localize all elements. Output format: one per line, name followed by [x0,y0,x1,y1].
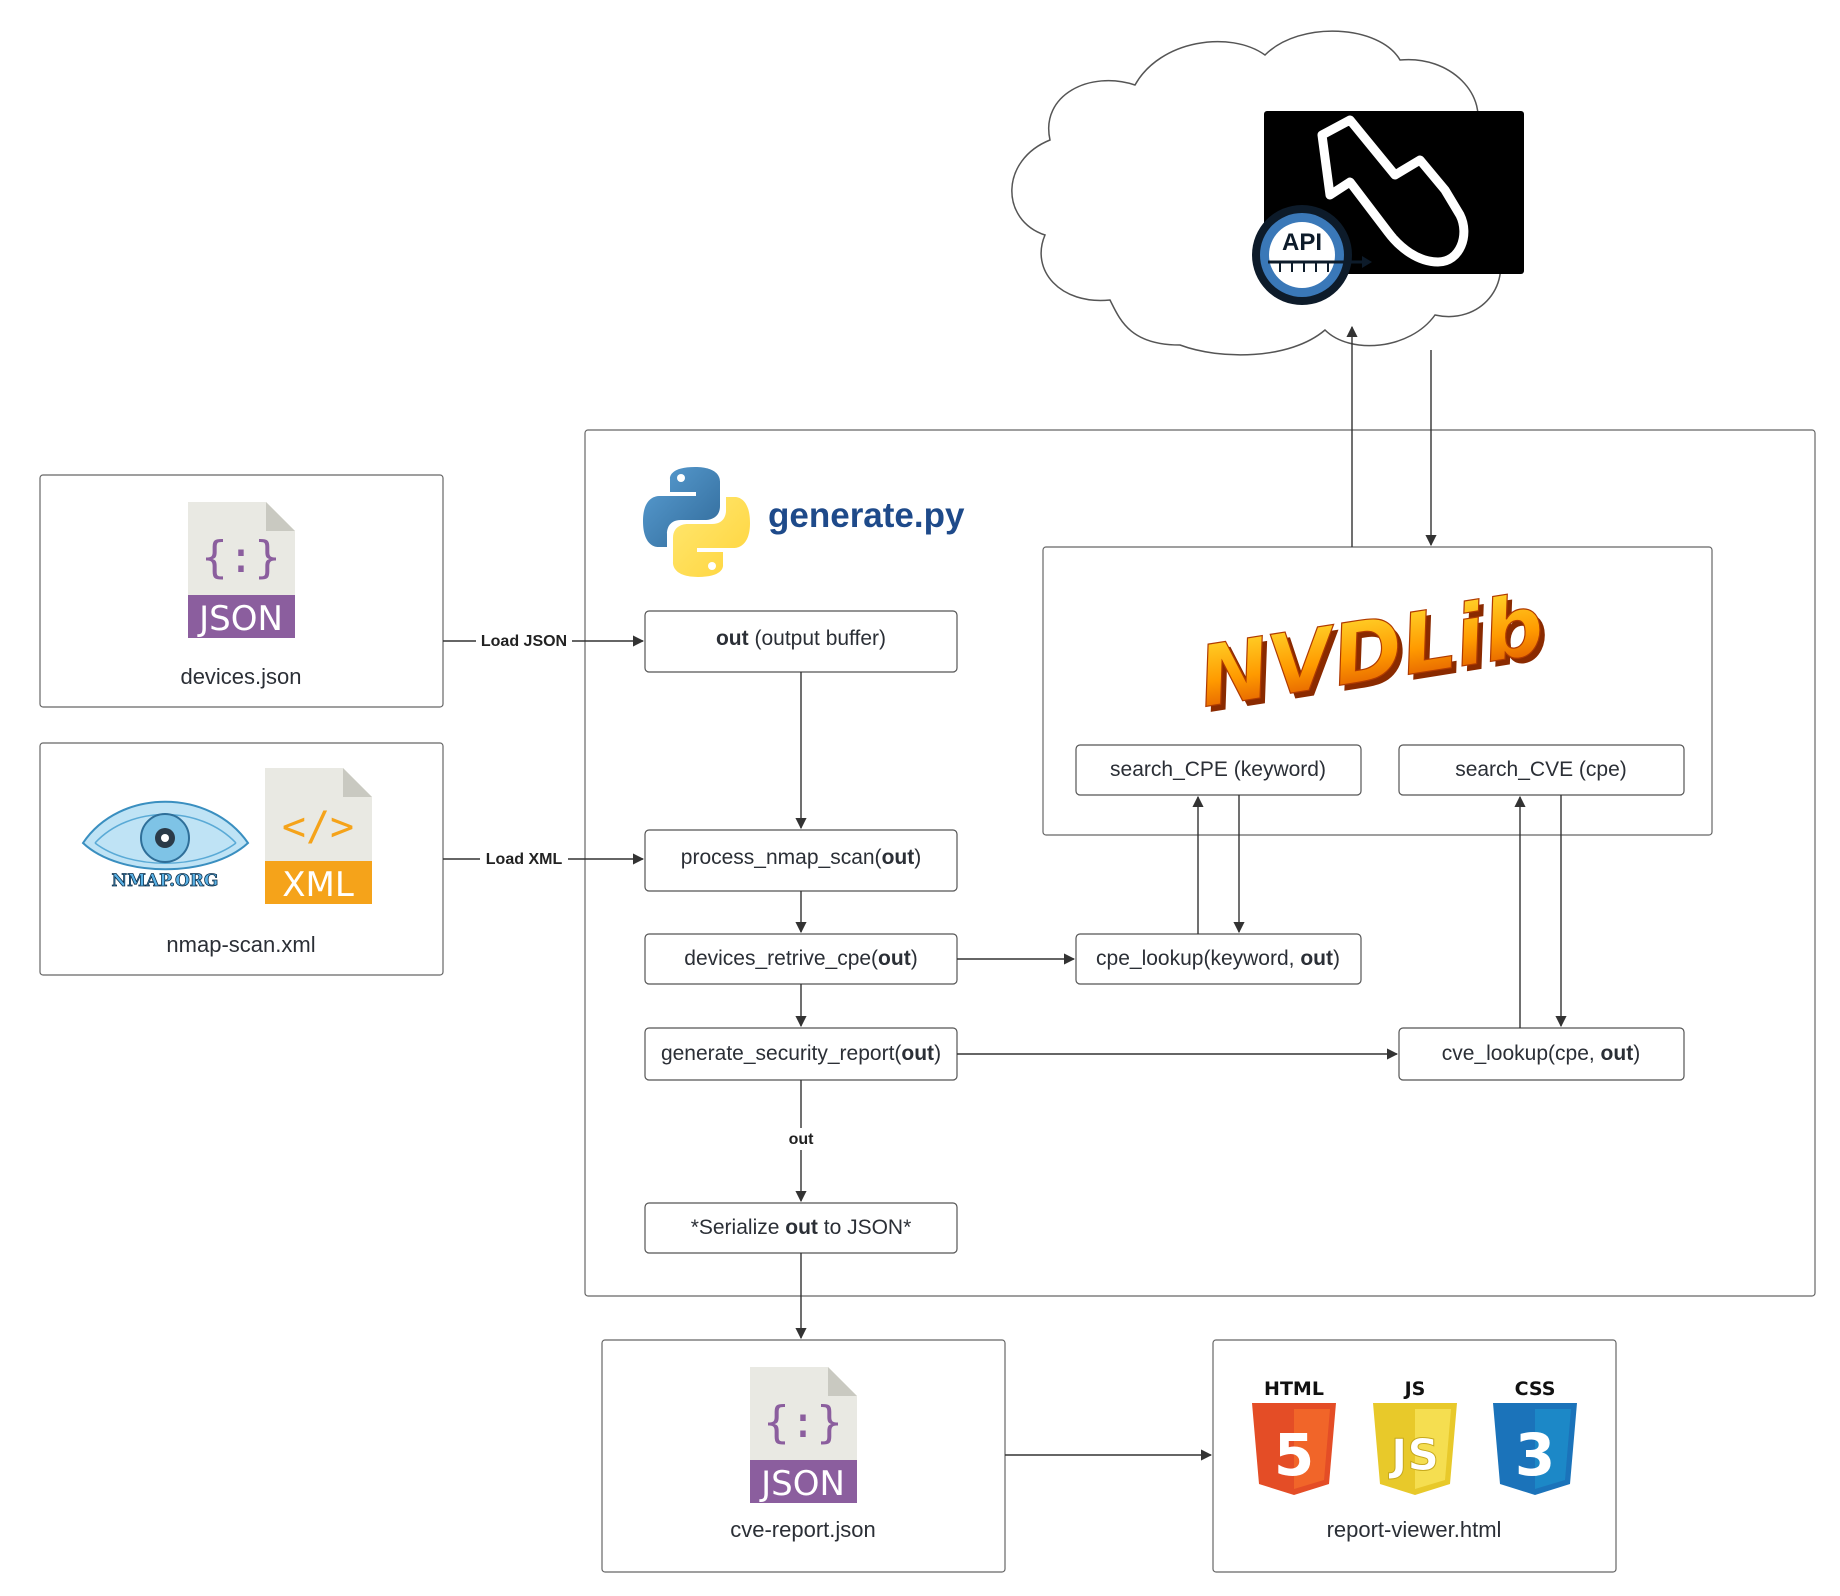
api-badge-text: API [1282,229,1322,256]
svg-text:generate_security_report(out): generate_security_report(out) [661,1042,941,1065]
devices-json-label: devices.json [180,664,301,689]
css-label: CSS [1515,1378,1556,1400]
xml-badge-label: XML [282,865,354,905]
fn-close: ) [914,846,921,869]
connectors [443,325,1567,1461]
search-cpe-node: search_CPE (keyword) [1075,744,1362,796]
devices-cpe-node: devices_retrive_cpe(out) [644,933,958,985]
fn-arg: out [785,1216,818,1239]
svg-text:{:}: {:} [201,532,280,583]
devices-json-box: {:} JSON devices.json [39,474,444,708]
fn-name: cpe_lookup(keyword, [1096,947,1300,970]
svg-text:cve_lookup(cpe, out): cve_lookup(cpe, out) [1442,1042,1640,1065]
search-cpe-label: search_CPE (keyword) [1110,758,1326,781]
json-file-icon: {:} JSON [750,1367,857,1504]
fn-name: generate_security_report( [661,1042,901,1065]
html5-digit: 5 [1274,1421,1314,1489]
fn-close: to JSON* [818,1216,911,1239]
fn-name: process_nmap_scan( [681,846,882,869]
fn-arg: out [1601,1042,1634,1065]
out-buffer-node: out (output buffer) [644,610,958,673]
out-buffer-rest: (output buffer) [749,627,886,650]
load-xml-label: Load XML [486,851,563,868]
fn-name: cve_lookup(cpe, [1442,1042,1601,1065]
json-file-icon: {:} JSON [188,502,295,639]
fn-close: ) [1333,947,1340,970]
json-badge-label: JSON [759,1464,845,1504]
fn-close: ) [934,1042,941,1065]
js-icon: JS JS [1373,1378,1457,1495]
svg-text:process_nmap_scan(out): process_nmap_scan(out) [681,846,921,869]
process-nmap-node: process_nmap_scan(out) [644,829,958,892]
security-report-node: generate_security_report(out) [644,1027,958,1081]
script-title: generate.py [768,496,965,535]
js-label: JS [1403,1378,1426,1400]
fn-arg: out [878,947,911,970]
svg-text:</>: </> [282,804,354,850]
fn-name: *Serialize [691,1216,786,1239]
nmap-xml-label: nmap-scan.xml [166,932,315,957]
nmap-xml-box: NMAP.ORG </> XML nmap-scan.xml [39,742,444,976]
json-badge-label: JSON [197,599,283,639]
svg-text:{:}: {:} [763,1397,842,1448]
fn-arg: out [882,846,915,869]
cve-report-box: {:} JSON cve-report.json [601,1339,1006,1573]
nmap-eye-icon: NMAP.ORG [81,800,250,891]
serialize-node: *Serialize out to JSON* [644,1202,958,1254]
xml-file-icon: </> XML [265,768,372,905]
report-viewer-label: report-viewer.html [1327,1517,1502,1542]
search-cve-node: search_CVE (cpe) [1398,744,1685,796]
fn-arg: out [901,1042,934,1065]
fn-arg: out [1300,947,1333,970]
svg-text:*Serialize out to JSON*: *Serialize out to JSON* [691,1216,912,1239]
python-logo-icon [643,467,750,577]
cve-report-label: cve-report.json [730,1517,876,1542]
js-shield-text: JS [1388,1430,1439,1481]
generate-py-container: generate.py [584,429,1816,1297]
api-badge-icon: API [1252,205,1372,305]
report-viewer-box: HTML 5 JS JS CSS 3 report-viewer.html [1212,1339,1617,1573]
html5-icon: HTML 5 [1252,1378,1336,1495]
edge-labels: Load JSON Load XML out [476,629,819,1150]
search-cve-label: search_CVE (cpe) [1455,758,1627,781]
nvd-logo-icon [1317,115,1469,267]
nmap-logo-text: NMAP.ORG [112,871,219,891]
svg-text:devices_retrive_cpe(out): devices_retrive_cpe(out) [684,947,917,970]
out-edge-label: out [789,1131,815,1148]
svg-text:cpe_lookup(keyword, out): cpe_lookup(keyword, out) [1096,947,1340,970]
html-label: HTML [1264,1378,1324,1400]
fn-close: ) [911,947,918,970]
nvd-logo-text: NVD [1396,235,1398,237]
fn-name: devices_retrive_cpe( [684,947,878,970]
fn-close: ) [1633,1042,1640,1065]
css3-icon: CSS 3 [1493,1378,1577,1495]
svg-text:out (output buffer): out (output buffer) [716,627,886,650]
out-bold: out [716,627,749,650]
css3-digit: 3 [1515,1421,1555,1489]
load-json-label: Load JSON [481,633,567,650]
cve-lookup-node: cve_lookup(cpe, out) [1398,1027,1685,1081]
cpe-lookup-node: cpe_lookup(keyword, out) [1075,933,1362,985]
nvd-cloud: NVD API [1011,30,1524,356]
